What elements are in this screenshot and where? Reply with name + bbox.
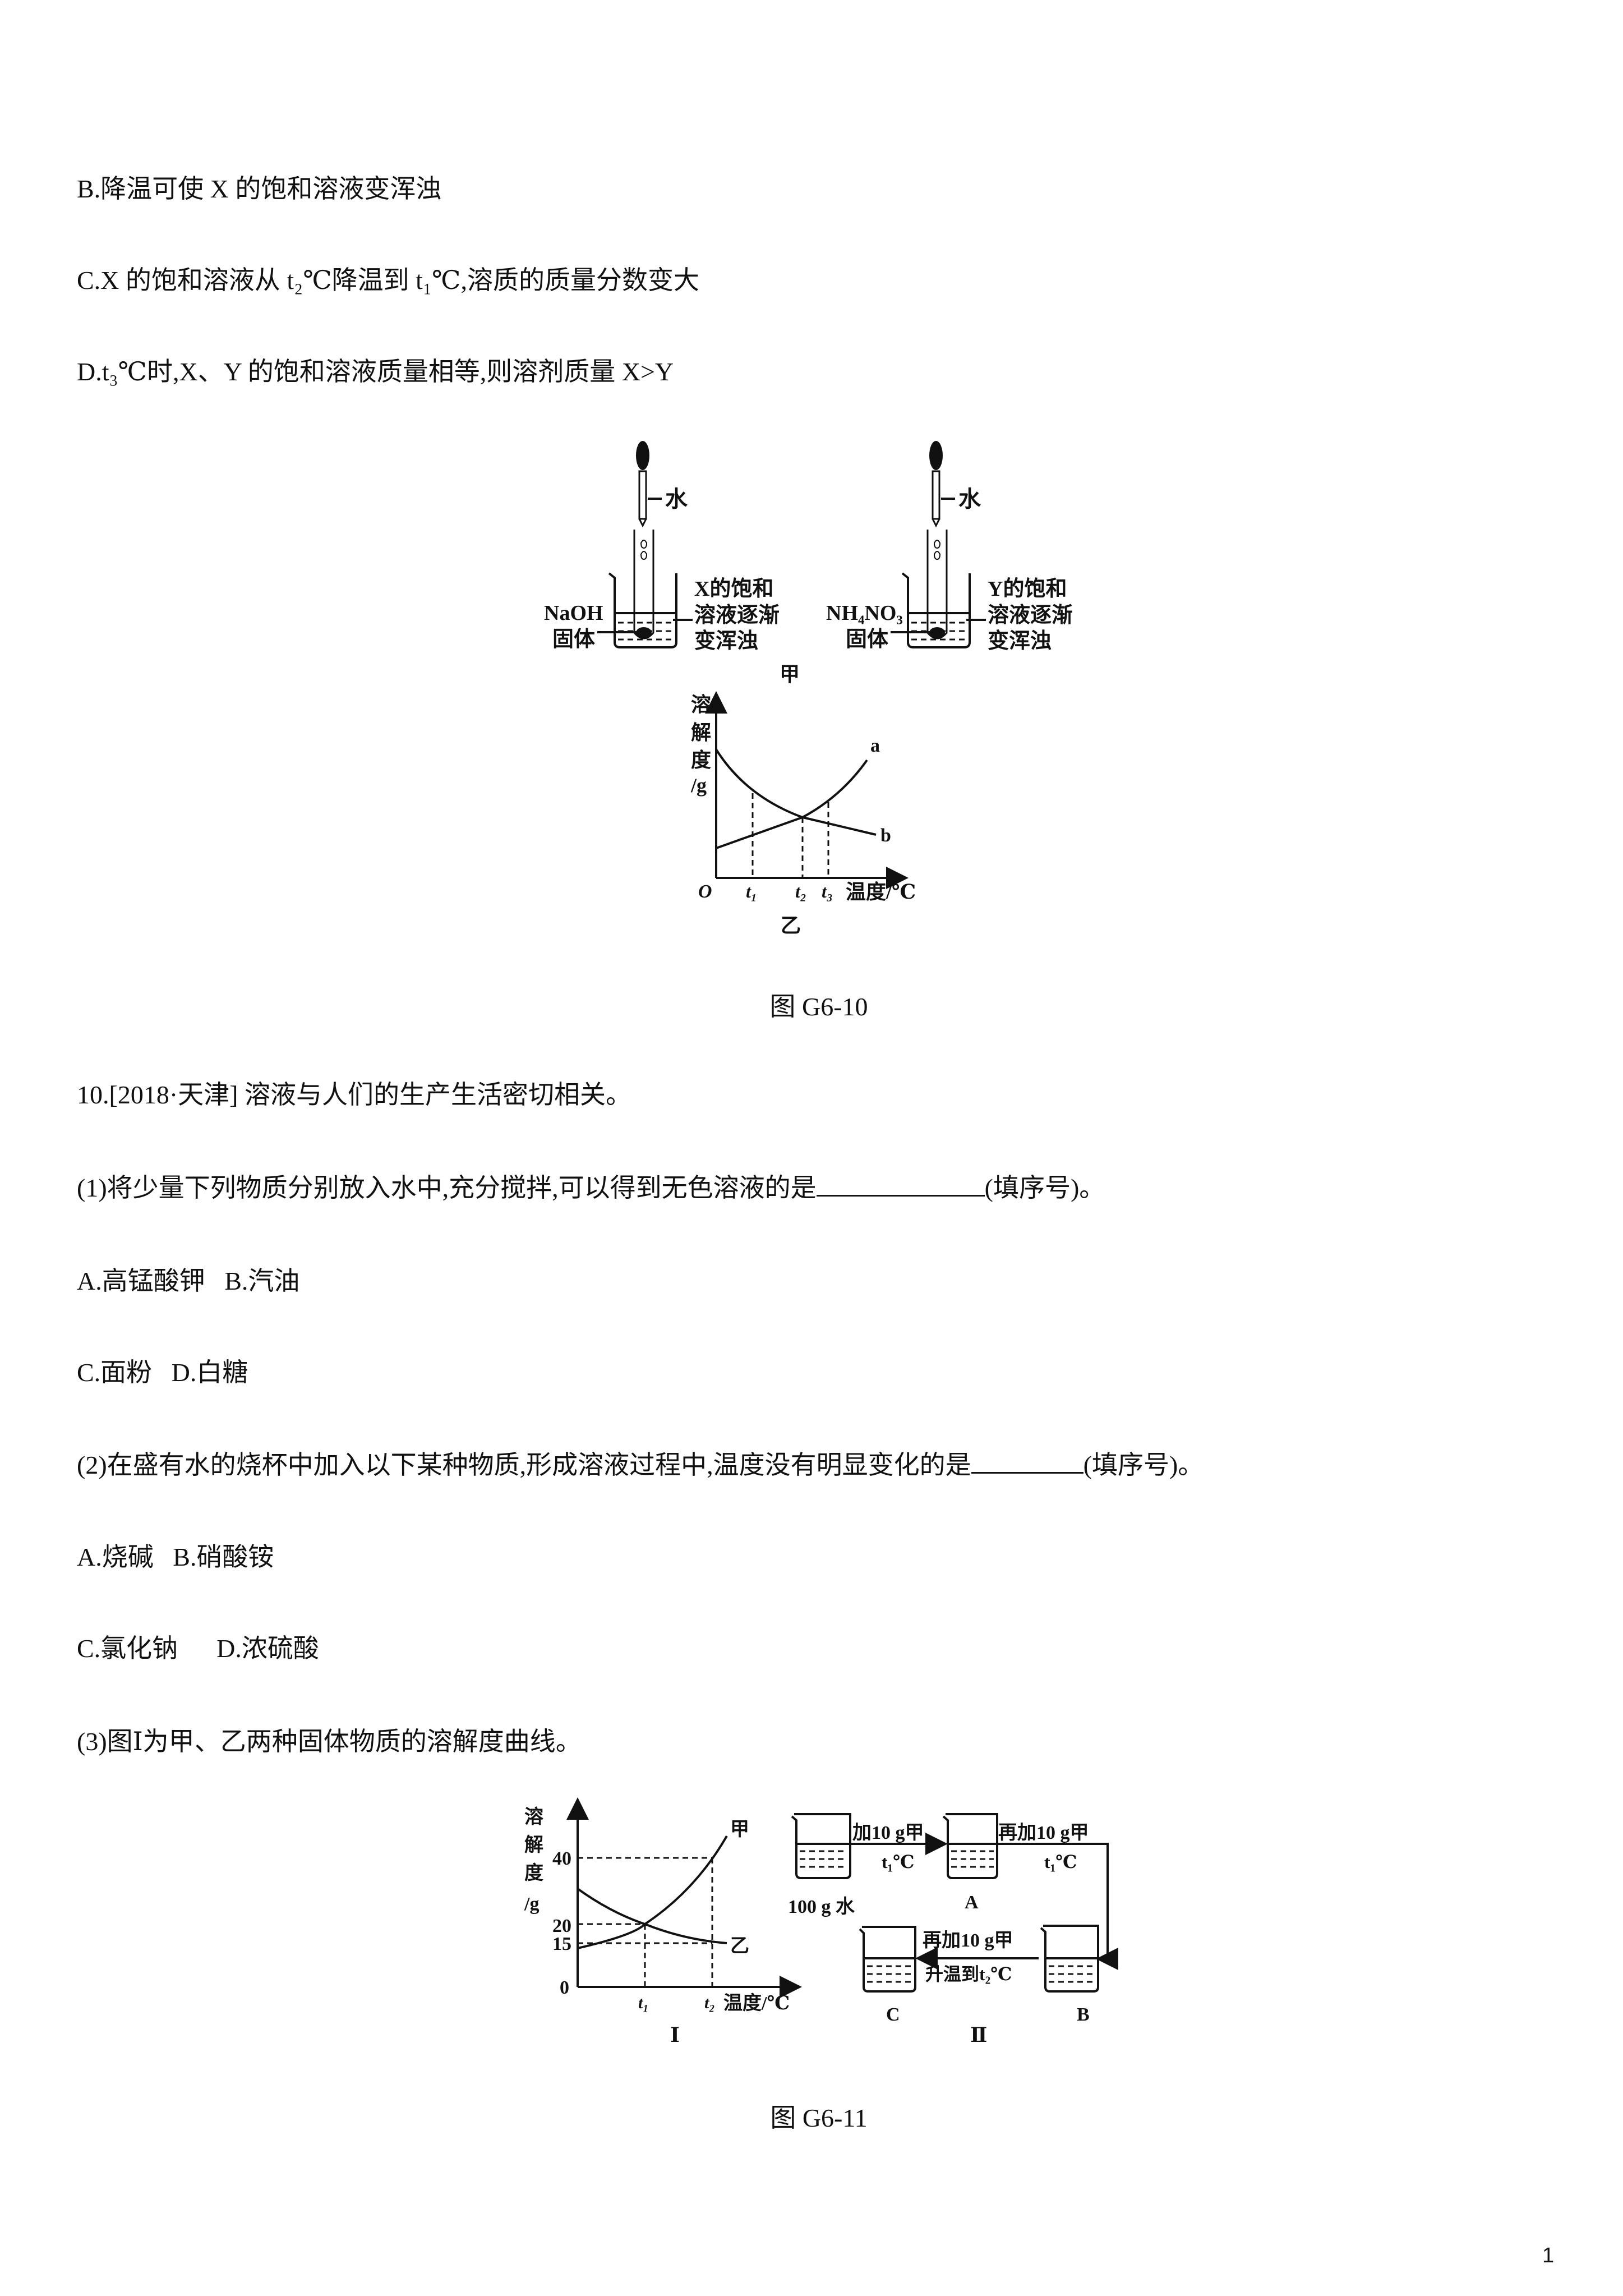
label-curve-b: b (880, 825, 891, 846)
option-c: C.X 的饱和溶液从 t₂℃降温到 t₁℃,溶质的质量分数变大 (77, 266, 699, 295)
xtick-t1: t₁ (638, 1994, 649, 2012)
curve-b (716, 816, 803, 849)
option-b: B.降温可使 X 的饱和溶液变浑浊 (77, 174, 442, 203)
part-2-options-cd: C.氯化钠 D.浓硫酸 (77, 1634, 319, 1663)
setup-nh4no3: 水 NH₄NO₃ 固体 Y的饱和 溶液逐渐 变浑浊 (826, 441, 1073, 653)
part-1-options-cd: C.面粉 D.白糖 (77, 1358, 248, 1387)
ylabel-char: 溶 (691, 693, 711, 716)
ylabel-char: /g (690, 774, 707, 797)
step1-label: 加10 g甲 (852, 1822, 924, 1843)
beaker-start (791, 1813, 851, 1879)
label-x-desc: X的饱和 (694, 577, 773, 601)
part-1-options-ab: A.高锰酸钾 B.汽油 (77, 1267, 300, 1295)
step1-temp: t₁℃ (882, 1852, 915, 1872)
label-i: Ⅰ (670, 2024, 680, 2046)
label-curve-a: a (870, 735, 880, 756)
xtick-t2: t₂ (704, 1994, 715, 2012)
ylabel-char: 解 (524, 1834, 543, 1856)
dropper-tube (638, 470, 647, 520)
label-curve-jia: 甲 (730, 1819, 749, 1840)
label-solid: 固体 (846, 628, 888, 651)
question-10-part-3: (3)图Ⅰ为甲、乙两种固体物质的溶解度曲线。 (77, 1727, 582, 1756)
option-d: D.t₃℃时,X、Y 的饱和溶液质量相等,则溶剂质量 X>Y (77, 357, 674, 386)
part-1-text: (1)将少量下列物质分别放入水中,充分搅拌,可以得到无色溶液的是 (77, 1174, 817, 1202)
part-2-suffix: (填序号)。 (1083, 1451, 1204, 1479)
xtick-t1: t₁ (746, 881, 757, 901)
part-2-options-ab: A.烧碱 B.硝酸铵 (77, 1543, 274, 1571)
label-b: B (1077, 2004, 1090, 2025)
beaker (608, 572, 677, 648)
label-yi: 乙 (781, 914, 801, 937)
label-nh4no3: NH₄NO₃ (826, 601, 903, 625)
xtick-t3: t₃ (822, 881, 833, 901)
dropper-bulb (636, 441, 649, 470)
ytick-15: 15 (552, 1934, 571, 1954)
label-jia: 甲 (780, 663, 800, 685)
label-curve-yi: 乙 (730, 1936, 749, 1957)
ylabel-char: 度 (524, 1862, 543, 1884)
question-10-part-1: (1)将少量下列物质分别放入水中,充分搅拌,可以得到无色溶液的是 (填序号)。 (77, 1171, 1105, 1205)
part-1-suffix: (填序号)。 (984, 1174, 1105, 1202)
figure-caption-g6-10: 图 G6-10 (769, 992, 868, 1021)
xlabel: 温度/℃ (723, 1993, 790, 2014)
page-number: 1 (1542, 2244, 1555, 2267)
label-x-desc: 变浑浊 (694, 629, 758, 653)
ylabel-char: 度 (691, 749, 711, 771)
ytick-0: 0 (560, 1977, 569, 1998)
ylabel-char: 解 (691, 721, 711, 744)
label-x-desc: 溶液逐渐 (694, 604, 780, 627)
question-10-part-2: (2)在盛有水的烧杯中加入以下某种物质,形成溶液过程中,温度没有明显变化的是 (填… (77, 1448, 1204, 1482)
step3-label: 再加10 g甲 (923, 1930, 1013, 1951)
label-naoh: NaOH (544, 601, 603, 625)
answer-blank-1[interactable] (816, 1172, 985, 1197)
step3-temp: 升温到t₂℃ (925, 1964, 1012, 1984)
ylabel-char: 溶 (524, 1806, 543, 1828)
label-y-desc: 溶液逐渐 (988, 604, 1073, 627)
curve-jia (577, 1835, 728, 1949)
setup-naoh: 水 NaOH 固体 X的饱和 溶液逐渐 变浑浊 (544, 441, 780, 653)
ytick-40: 40 (552, 1848, 571, 1869)
label-y-desc: Y的饱和 (988, 577, 1067, 601)
beaker-a (942, 1813, 998, 1879)
label-solid: 固体 (552, 628, 595, 651)
step2-label: 再加10 g甲 (998, 1822, 1089, 1843)
question-10-title: 10.[2018·天津] 溶液与人们的生产生活密切相关。 (77, 1080, 631, 1109)
figure-caption-g6-11: 图 G6-11 (770, 2104, 868, 2132)
ylabel-char: /g (524, 1894, 539, 1915)
label-ii: Ⅱ (970, 2024, 987, 2046)
step2-temp: t₁℃ (1044, 1852, 1077, 1872)
origin-label: O (698, 881, 712, 902)
beaker-b (1040, 1925, 1099, 1993)
solubility-graph-yi: 溶 解 度 /g a b O t₁ t₂ t₃ 温度/℃ 乙 (690, 691, 916, 937)
solubility-graph-i: 溶 解 度 /g 40 20 15 0 甲 乙 t₁ t₂ 温度/℃ Ⅰ (524, 1797, 802, 2046)
ytick-20: 20 (552, 1916, 571, 1936)
answer-blank-2[interactable] (971, 1450, 1083, 1474)
part-2-text: (2)在盛有水的烧杯中加入以下某种物质,形成溶液过程中,温度没有明显变化的是 (77, 1451, 971, 1479)
label-y-desc: 变浑浊 (988, 629, 1052, 653)
label-c: C (886, 2004, 900, 2025)
label-a: A (965, 1892, 979, 1913)
label-water: 水 (958, 486, 981, 512)
curve-a (715, 748, 868, 819)
label-water: 水 (665, 486, 688, 512)
curve-yi (577, 1888, 727, 1944)
beaker-c (859, 1926, 916, 1993)
start-label: 100 g 水 (788, 1896, 855, 1917)
process-diagram-ii: 加10 g甲 t₁℃ 100 g 水 A 再加10 g甲 t₁℃ B 再加10 … (788, 1813, 1118, 2046)
xlabel: 温度/℃ (846, 881, 916, 903)
xtick-t2: t₂ (795, 881, 806, 901)
